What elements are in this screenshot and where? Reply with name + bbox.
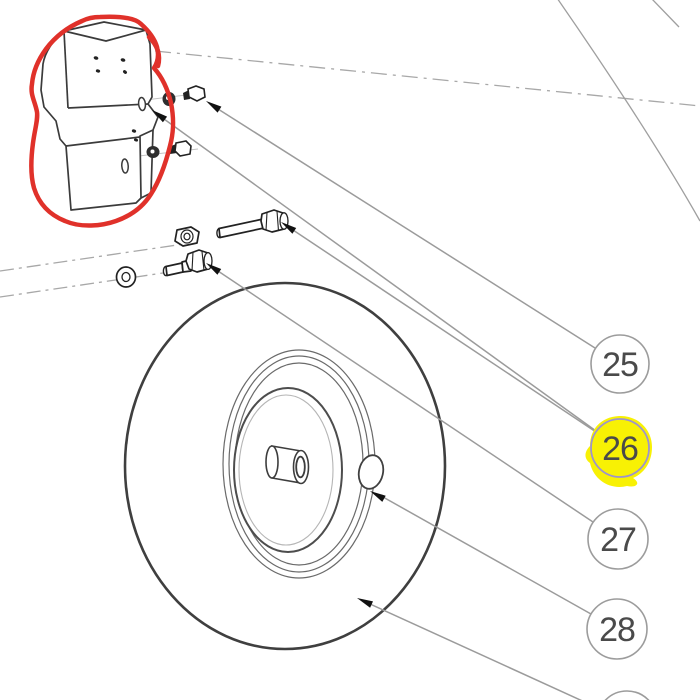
screw-second-head (174, 140, 192, 157)
long-bolt-shaft (218, 218, 265, 239)
arrowhead-27 (206, 263, 222, 275)
callout-28-number: 28 (599, 611, 635, 649)
long-bolt-head-facet (265, 212, 268, 231)
leader-next (369, 603, 583, 700)
wheel-dish-inner (238, 394, 334, 546)
offscreen-rim-edge (652, 0, 680, 28)
lower-bolt-shaft (165, 262, 184, 277)
bracket-slot-hole-lower (121, 158, 129, 174)
bracket-front-crease (63, 30, 69, 109)
leader-25 (217, 108, 596, 349)
screw-top-head (187, 85, 206, 102)
hardware-group-top (162, 85, 206, 106)
callout-28-circle[interactable] (586, 598, 648, 660)
red-annotation-kink (146, 34, 162, 69)
arrowhead-25 (206, 101, 222, 113)
bracket-lower-fold (65, 136, 141, 147)
centerline-bolt-upper (0, 243, 185, 272)
nut-dark-second-bore (150, 149, 155, 154)
arrowhead-next (357, 598, 373, 608)
leader-28 (382, 496, 592, 615)
long-bolt-head-facet-2 (276, 210, 280, 232)
centerline-top-right (154, 50, 700, 107)
leader-26-bracket-hole (163, 118, 597, 432)
callout-28[interactable]: 28 (586, 598, 648, 660)
callout-27-number: 27 (600, 521, 636, 559)
callout-25[interactable]: 25 (590, 334, 650, 394)
bracket-part (40, 21, 159, 211)
hub-bushing (265, 445, 310, 485)
callout-27[interactable]: 27 (587, 508, 649, 570)
bracket-face-holes (93, 56, 139, 142)
bracket-outline (40, 21, 159, 211)
offscreen-wheel-arc (557, 0, 700, 222)
callout-26-number: 26 (602, 430, 638, 468)
hub-bushing-bore (295, 455, 306, 479)
callout-partial-bottom (604, 690, 650, 700)
bracket-mid-fold (67, 103, 149, 109)
hex-nut-bore (183, 232, 191, 241)
callout-25-circle[interactable] (590, 334, 650, 394)
leader-lines (163, 108, 597, 700)
arrowhead-26-bracket-hole (152, 110, 168, 123)
hub-bushing-left-face (265, 445, 279, 479)
callout-26-circle[interactable] (590, 418, 650, 478)
lower-bolt-head-facet-2 (201, 251, 205, 271)
callout-26-highlighted[interactable]: 26 (585, 415, 652, 487)
lower-bolt-head-facet (191, 251, 194, 272)
hex-nut-long-bolt (174, 209, 289, 247)
bracket-slot-hole-upper (137, 96, 147, 112)
leader-26-bolt (292, 229, 597, 433)
adjacent-part-edges (557, 0, 700, 222)
highlight-marker-blob (585, 415, 652, 487)
arrowhead-28 (370, 491, 386, 502)
hardware-group-second (146, 140, 192, 158)
red-annotation (29, 14, 176, 228)
wheel-assembly (123, 281, 447, 651)
spacer-ring-part (357, 454, 385, 490)
bracket-side-strip (140, 129, 154, 199)
callout-27-circle[interactable] (587, 508, 649, 570)
centerline-bolt-lower (0, 272, 164, 298)
callout-25-number: 25 (602, 346, 638, 384)
washer-bore (121, 271, 131, 283)
leader-27 (217, 270, 594, 523)
bracket-top-face-edge (63, 29, 147, 42)
arrowhead-26-bolt (281, 222, 297, 234)
leader-arrowheads (152, 101, 386, 608)
washer-lower-bolt (115, 249, 213, 288)
